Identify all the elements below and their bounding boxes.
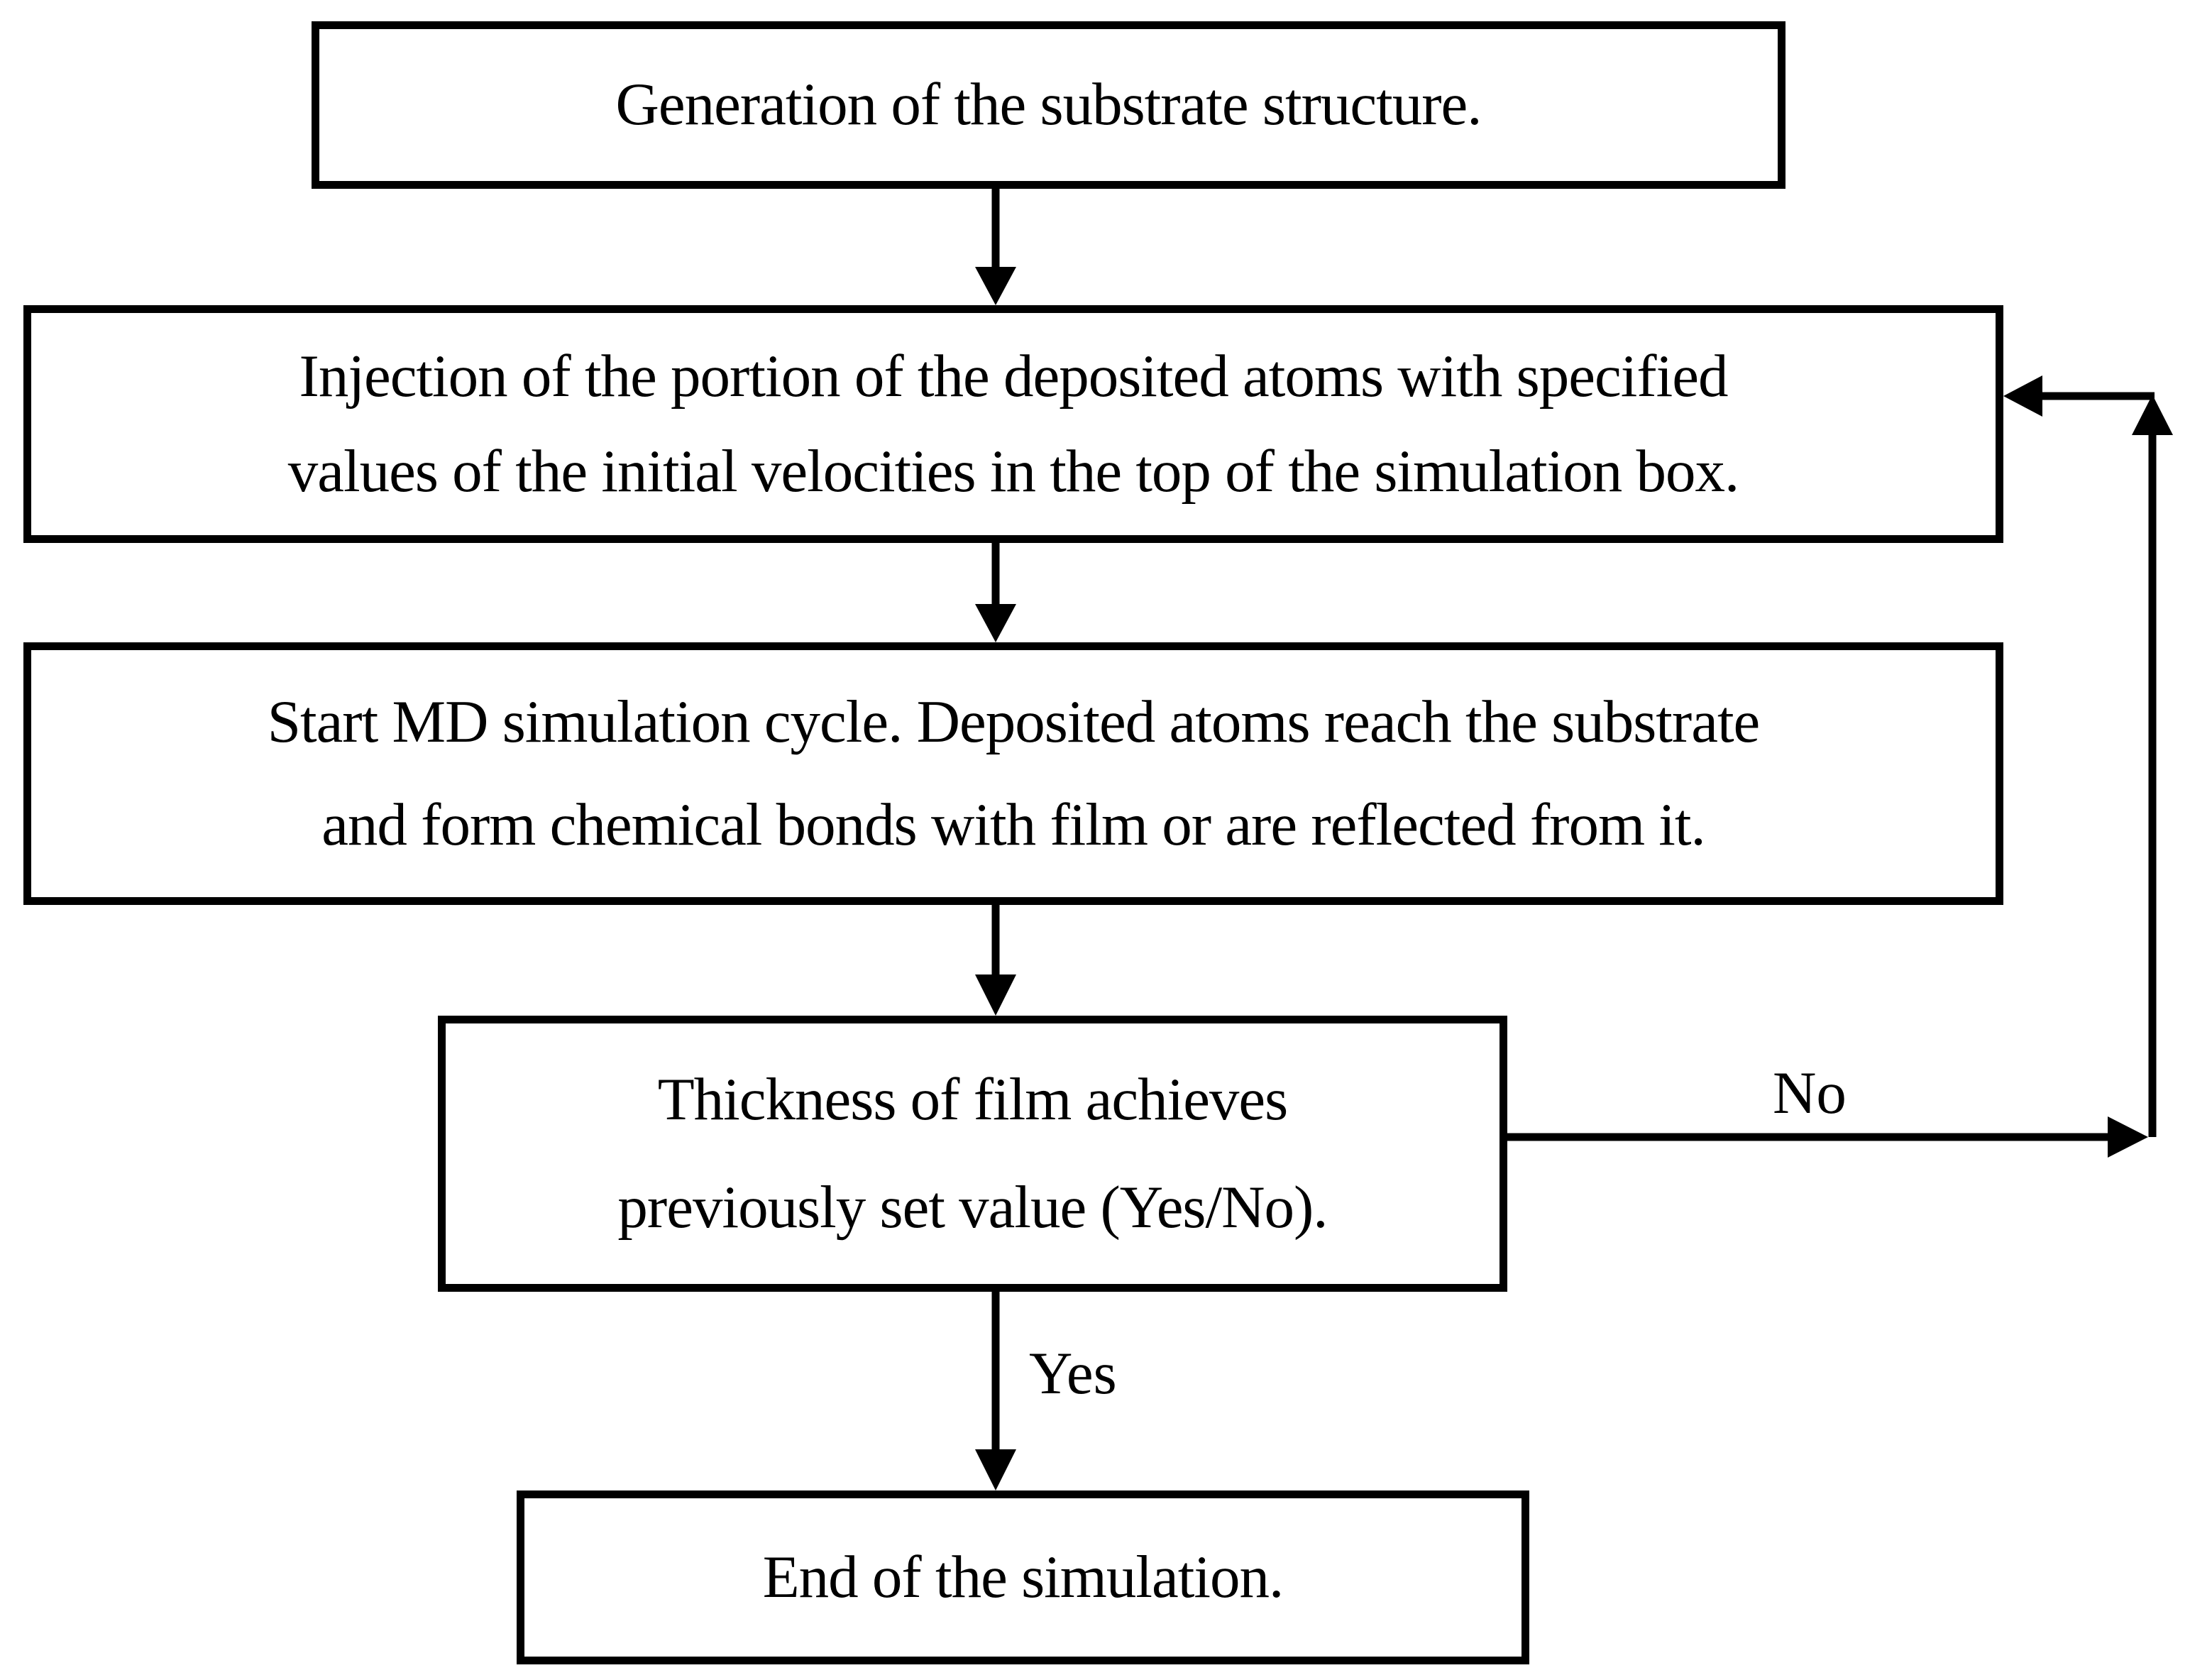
arrow-box4-to-box5-yes xyxy=(975,1292,1016,1490)
node-text: previously set value (Yes/No). xyxy=(617,1173,1328,1241)
flowchart-node-substrate-generation: Generation of the substrate structure. xyxy=(312,21,1785,189)
flowchart-node-thickness-decision: Thickness of film achieves previously se… xyxy=(438,1016,1507,1292)
edge-label-no: No xyxy=(1773,1060,1847,1126)
node-text: values of the initial velocities in the … xyxy=(287,437,1739,505)
arrow-box2-to-box3 xyxy=(975,543,1016,642)
node-text: Injection of the portion of the deposite… xyxy=(299,342,1729,410)
flowchart-node-end-simulation: End of the simulation. xyxy=(517,1490,1529,1664)
flowchart-node-md-simulation-cycle: Start MD simulation cycle. Deposited ato… xyxy=(23,642,2003,905)
node-text: Thickness of film achieves xyxy=(657,1065,1288,1133)
flowchart-node-atom-injection: Injection of the portion of the deposite… xyxy=(23,305,2003,543)
arrow-box4-to-box2-no xyxy=(1507,375,2173,1158)
arrow-box3-to-box4 xyxy=(975,905,1016,1016)
arrow-box1-to-box2 xyxy=(975,189,1016,305)
node-text: End of the simulation. xyxy=(762,1543,1284,1610)
node-text: and form chemical bonds with film or are… xyxy=(321,791,1706,859)
edge-label-yes: Yes xyxy=(1029,1340,1117,1407)
node-text: Start MD simulation cycle. Deposited ato… xyxy=(267,688,1761,755)
node-text: Generation of the substrate structure. xyxy=(615,71,1482,138)
